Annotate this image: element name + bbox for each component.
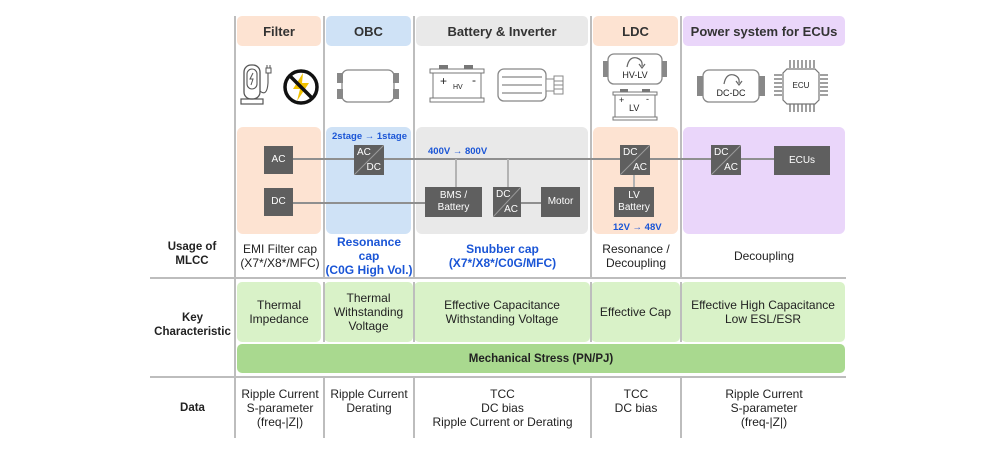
key-cell-ecu-power: Effective High Capacitance Low ESL/ESR xyxy=(681,282,845,342)
diagonal-divider-icon xyxy=(711,145,741,175)
column-divider xyxy=(413,16,415,278)
hv-voltage-note: 400V → 800V xyxy=(428,146,488,157)
zone-ldc xyxy=(593,127,678,234)
converter-module-icon xyxy=(337,69,399,103)
key-cell-obc: Thermal Withstanding Voltage xyxy=(324,282,413,342)
data-cell-obc: Ripple Current Derating xyxy=(330,387,408,415)
usage-cell-ldc: Resonance / Decoupling xyxy=(602,242,670,270)
dc-source-block: DC xyxy=(264,188,293,216)
mechanical-stress-bar: Mechanical Stress (PN/PJ) xyxy=(237,344,845,373)
column-divider xyxy=(323,16,325,278)
hv-bus-wire xyxy=(292,158,782,160)
converter-input-label: AC xyxy=(357,147,371,158)
key-cell-filter: Thermal Impedance xyxy=(237,282,321,342)
ecu-label: ECU xyxy=(792,81,810,90)
converter-output-label: DC xyxy=(366,162,381,173)
column-divider xyxy=(680,282,682,342)
ecu-chip-icon: ECU xyxy=(773,59,829,113)
diagonal-divider-icon xyxy=(493,187,521,217)
lv-battery-block: LV Battery xyxy=(614,187,654,217)
column-divider xyxy=(413,378,415,438)
ecus-block: ECUs xyxy=(774,146,830,175)
column-header-filter: Filter xyxy=(237,16,321,46)
obc-ac-dc-converter: AC DC xyxy=(354,145,384,175)
motor-wire xyxy=(520,202,542,204)
converter-input-label: DC xyxy=(623,147,638,158)
lv-plus-label: + xyxy=(619,95,625,105)
ecu-dc-ac-converter: DC AC xyxy=(711,145,741,175)
zone-ecu-power xyxy=(683,127,845,234)
motor-block: Motor xyxy=(541,187,580,217)
lv-battery-icon: + - LV xyxy=(612,88,658,122)
key-cell-ldc: Effective Cap xyxy=(591,282,680,342)
no-lightning-icon xyxy=(283,69,319,105)
inverter-dc-ac-converter: DC AC xyxy=(493,187,521,217)
ac-source-block: AC xyxy=(264,146,293,174)
zone-battery-inverter xyxy=(416,127,588,234)
dc-wire xyxy=(292,202,432,204)
zone-obc xyxy=(326,127,411,234)
column-divider xyxy=(590,378,592,438)
usage-cell-filter: EMI Filter cap (X7*/X8*/MFC) xyxy=(240,242,320,270)
hv-battery-icon: + - HV xyxy=(429,64,485,104)
key-cell-battery-inverter: Effective Capacitance Withstanding Volta… xyxy=(414,282,590,342)
column-header-ldc: LDC xyxy=(593,16,678,46)
converter-output-label: AC xyxy=(724,162,738,173)
ldc-dc-ac-converter: DC AC xyxy=(620,145,650,175)
battery-plus-label: + xyxy=(440,74,448,88)
dc-dc-label: DC-DC xyxy=(716,88,746,98)
column-header-battery-inverter: Battery & Inverter xyxy=(416,16,588,46)
usage-cell-ecu-power: Decoupling xyxy=(733,249,795,263)
column-header-obc: OBC xyxy=(326,16,411,46)
row-label-data: Data xyxy=(180,402,205,414)
row-label-usage: Usage of MLCC xyxy=(167,241,217,267)
column-divider xyxy=(590,282,592,342)
column-divider xyxy=(590,16,592,278)
bms-tap-wire xyxy=(455,159,457,189)
usage-cell-obc: Resonance cap (C0G High Vol.) xyxy=(325,235,413,277)
column-divider xyxy=(323,282,325,342)
motor-icon xyxy=(497,68,564,102)
hv-lv-label: HV-LV xyxy=(622,70,648,80)
converter-output-label: AC xyxy=(504,204,518,215)
data-cell-ldc: TCC DC bias xyxy=(614,387,658,415)
data-cell-battery-inverter: TCC DC bias Ripple Current or Derating xyxy=(432,387,573,429)
row-divider xyxy=(150,376,846,378)
hv-lv-converter-icon: HV-LV xyxy=(603,53,667,85)
row-label-key-characteristic: Key Characteristic xyxy=(154,312,231,338)
obc-stage-note: 2stage → 1stage xyxy=(332,131,407,142)
column-divider xyxy=(323,378,325,438)
lv-minus-label: - xyxy=(646,94,649,104)
zone-filter xyxy=(237,127,321,234)
row-divider xyxy=(150,277,846,279)
battery-hv-label: HV xyxy=(453,84,463,91)
converter-input-label: DC xyxy=(496,189,511,200)
dc-dc-converter-icon: DC-DC xyxy=(697,68,765,104)
column-header-ecu-power: Power system for ECUs xyxy=(683,16,845,46)
converter-input-label: DC xyxy=(714,147,729,158)
battery-minus-label: - xyxy=(472,73,476,87)
data-cell-ecu-power: Ripple Current S-parameter (freq-|Z|) xyxy=(725,387,803,429)
column-divider xyxy=(234,16,236,438)
converter-output-label: AC xyxy=(633,162,647,173)
bms-battery-block: BMS / Battery xyxy=(425,187,482,217)
column-divider xyxy=(680,16,682,278)
lv-label: LV xyxy=(629,103,640,113)
data-cell-filter: Ripple Current S-parameter (freq-|Z|) xyxy=(241,387,319,429)
column-divider xyxy=(680,378,682,438)
usage-cell-battery-inverter: Snubber cap (X7*/X8*/C0G/MFC) xyxy=(448,242,557,270)
lv-tap-wire xyxy=(633,174,635,188)
column-divider xyxy=(413,282,415,342)
charging-station-icon xyxy=(240,64,272,105)
lv-voltage-note: 12V → 48V xyxy=(613,222,662,233)
inverter-tap-wire xyxy=(507,159,509,189)
diagonal-divider-icon xyxy=(620,145,650,175)
diagonal-divider-icon xyxy=(354,145,384,175)
